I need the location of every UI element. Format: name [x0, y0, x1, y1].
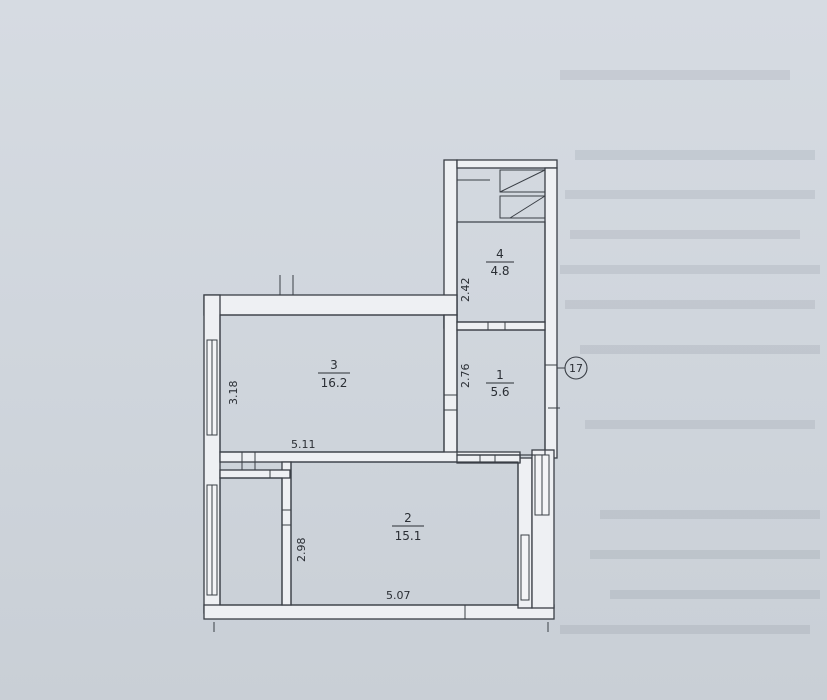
- room-3-number: 3: [330, 358, 338, 372]
- room-2-area: 15.1: [395, 529, 422, 543]
- interior-walls: [219, 314, 546, 606]
- room-2-label: 2 15.1: [392, 511, 424, 543]
- room-3-label: 3 16.2: [318, 358, 350, 390]
- room-1-number: 1: [496, 368, 504, 382]
- background-print-traces: [560, 70, 820, 634]
- room-2-number: 2: [404, 511, 412, 525]
- ventilation-shafts: [457, 167, 546, 219]
- corner-hatch: [213, 407, 560, 632]
- room-3-area: 16.2: [321, 376, 348, 390]
- dim-label-2-98: 2.98: [295, 538, 308, 563]
- axis-marker-label: 17: [569, 362, 583, 375]
- windows: [206, 339, 550, 601]
- room-4-number: 4: [496, 247, 504, 261]
- dim-label-3-18: 3.18: [227, 381, 240, 406]
- dim-label-5-07: 5.07: [386, 589, 411, 602]
- axis-marker: 17: [557, 356, 588, 380]
- room-1-area: 5.6: [490, 385, 509, 399]
- room-4-label: 4 4.8: [486, 247, 514, 278]
- room-outlines: [219, 221, 546, 606]
- room-1-label: 1 5.6: [486, 368, 514, 399]
- dim-label-2-42: 2.42: [459, 278, 472, 303]
- dim-label-2-76: 2.76: [459, 364, 472, 389]
- door-marks: [241, 275, 557, 619]
- room-4-area: 4.8: [490, 264, 509, 278]
- dim-label-5-11: 5.11: [291, 438, 316, 451]
